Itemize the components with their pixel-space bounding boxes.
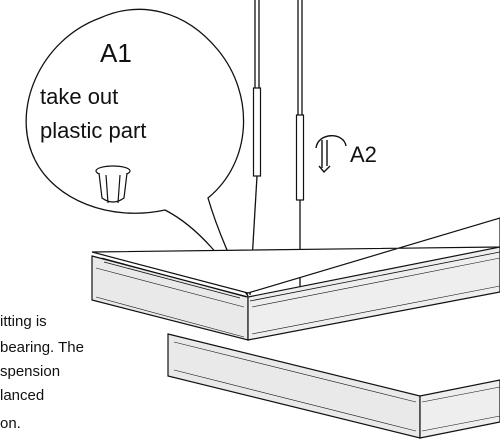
hook-clip-icon: [315, 135, 347, 174]
wire-gripper-right: [295, 114, 305, 201]
note-line-4: lanced: [0, 387, 44, 404]
callout-line-1: take out: [40, 84, 118, 109]
upper-panel-top-face: [91, 217, 500, 294]
upper-panel: [91, 217, 500, 341]
plastic-insert-icon: [95, 165, 131, 204]
callout-bubble: [25, 8, 249, 297]
note-line-1: itting is: [0, 313, 47, 330]
hook-label: A2: [350, 142, 377, 167]
wire-gripper-left: [252, 87, 262, 177]
lower-panel-side-face: [419, 379, 500, 439]
callout-line-2: plastic part: [40, 118, 146, 143]
note-line-3: spension: [0, 363, 60, 380]
lower-panel: [167, 333, 500, 439]
instruction-note: itting is bearing. The spension lanced o…: [0, 313, 84, 432]
callout-label: A1: [100, 38, 132, 68]
note-line-2: bearing. The: [0, 339, 84, 356]
note-line-5: on.: [0, 415, 21, 432]
